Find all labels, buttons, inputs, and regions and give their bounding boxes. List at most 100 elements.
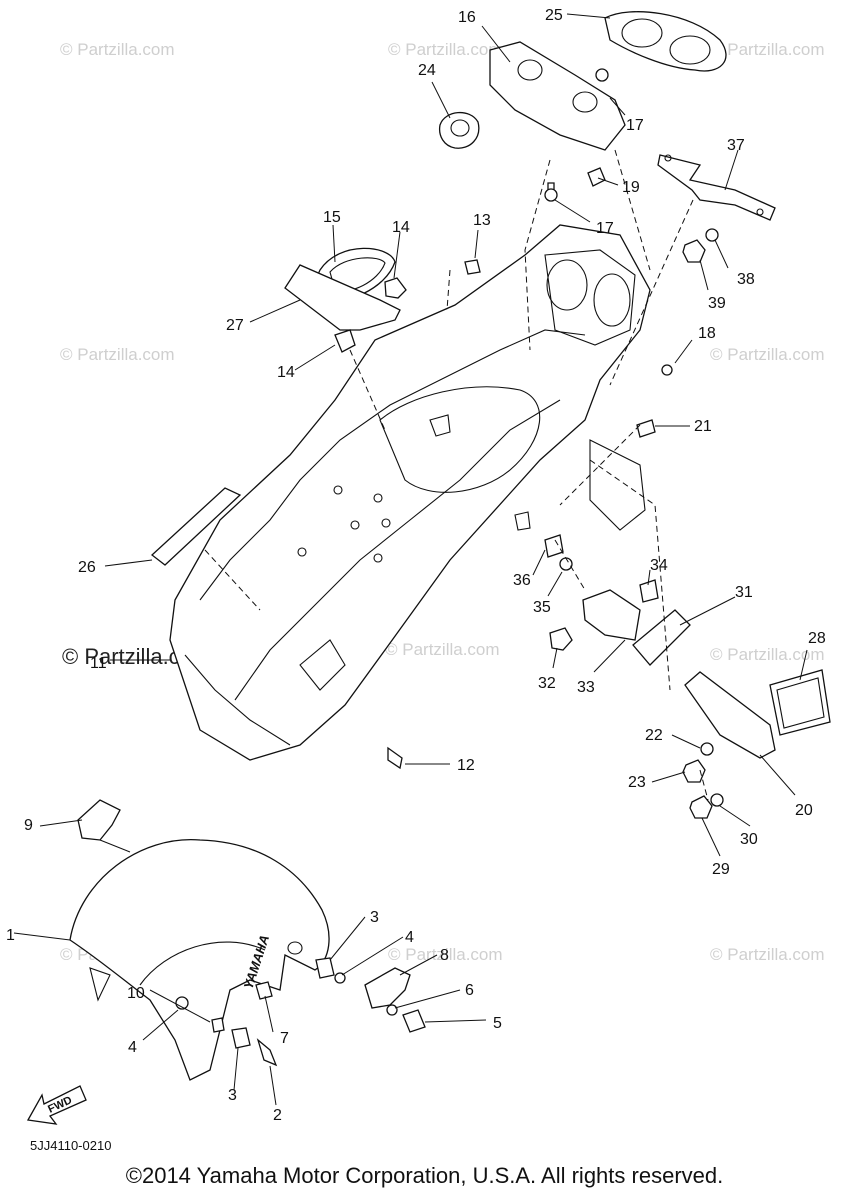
callout-10: 10	[127, 985, 145, 1002]
callout-labels: 1 2 3 3 4 4 5 6 7 8 9 10 11 12 13 14 14 …	[6, 7, 826, 1124]
bolt-5	[402, 1009, 426, 1033]
callout-4-lower: 4	[128, 1039, 137, 1056]
callout-1: 1	[6, 927, 15, 944]
bolt-21	[636, 419, 656, 438]
callout-23: 23	[628, 774, 646, 791]
collar-3-lower	[231, 1027, 251, 1049]
callout-11: 11	[90, 655, 107, 672]
bolt-34	[639, 579, 659, 603]
front-fender-1: YAMAHA	[69, 839, 330, 1081]
callout-39: 39	[708, 295, 726, 312]
washer-35	[559, 557, 573, 571]
watermark: © Partzilla.com	[388, 945, 503, 964]
callout-3: 3	[370, 909, 379, 926]
callout-37: 37	[727, 137, 745, 154]
collar-36	[544, 534, 564, 558]
nut-23	[682, 759, 706, 783]
callout-20: 20	[795, 802, 813, 819]
callout-22: 22	[645, 727, 663, 744]
assembly-dash-lines	[204, 149, 709, 801]
callout-12: 12	[457, 757, 475, 774]
callout-36: 36	[513, 572, 531, 589]
bracket-19	[587, 167, 606, 187]
bolt-12	[387, 746, 403, 770]
callout-19: 19	[622, 179, 640, 196]
callout-34: 34	[650, 557, 668, 574]
meter-bracket-16	[489, 41, 626, 151]
callout-30: 30	[740, 831, 758, 848]
plate-bracket-20	[684, 671, 776, 759]
washer-30	[710, 793, 724, 807]
bracket-37	[657, 154, 776, 221]
clip-14-lower	[334, 329, 356, 353]
bracket-33	[582, 589, 641, 641]
bracket-9	[77, 799, 121, 841]
damper-10	[211, 1017, 225, 1033]
watermark: © Partzilla.com	[710, 645, 825, 664]
copyright-notice: ©2014 Yamaha Motor Corporation, U.S.A. A…	[125, 1163, 724, 1188]
collar-7	[255, 981, 273, 1000]
callout-18: 18	[698, 325, 716, 342]
bolt-13	[464, 259, 481, 275]
bracket-8	[364, 967, 411, 1009]
washer-38	[705, 228, 719, 242]
side-panel-26	[150, 487, 242, 566]
watermark: © Partzilla.com	[385, 640, 500, 659]
callout-38: 38	[737, 271, 755, 288]
reflector-31	[632, 609, 691, 666]
callout-9: 9	[24, 817, 33, 834]
fwd-arrow-icon: FWD	[26, 1085, 87, 1125]
callout-8: 8	[440, 947, 449, 964]
callout-32: 32	[538, 675, 556, 692]
washer-6	[386, 1004, 398, 1016]
callout-13: 13	[473, 212, 491, 229]
clip-14-upper	[384, 277, 407, 299]
screw-17-upper	[595, 68, 609, 82]
watermark: © Partzilla.com	[710, 945, 825, 964]
watermark: © Partzilla.com	[60, 345, 175, 364]
reflector-28	[769, 669, 831, 736]
nut-29	[689, 795, 713, 819]
meter-cover-25	[604, 11, 727, 72]
callout-7: 7	[280, 1030, 289, 1047]
grommet-24	[438, 111, 480, 149]
washer-4-right	[334, 972, 346, 984]
callout-15: 15	[323, 209, 341, 226]
callout-17-lower: 17	[596, 220, 614, 237]
nut-39	[682, 239, 706, 263]
bolt-2	[256, 1038, 278, 1067]
callout-6: 6	[465, 982, 474, 999]
diagram-code: 5JJ4110-0210	[30, 1138, 112, 1153]
callout-2: 2	[273, 1107, 282, 1124]
leader-lines	[13, 13, 808, 1106]
callout-33: 33	[577, 679, 595, 696]
callout-26: 26	[78, 559, 96, 576]
callout-5: 5	[493, 1015, 502, 1032]
callout-24: 24	[418, 62, 436, 79]
collar-3-upper	[315, 957, 335, 979]
washer-22	[700, 742, 714, 756]
nut-32	[549, 627, 573, 651]
callout-21: 21	[694, 418, 712, 435]
callout-14: 14	[392, 219, 410, 236]
screw-18	[661, 364, 673, 376]
callout-31: 31	[735, 584, 753, 601]
callout-4: 4	[405, 929, 414, 946]
screw-17-lower	[544, 182, 558, 202]
callout-17: 17	[626, 117, 644, 134]
callout-29: 29	[712, 861, 730, 878]
callout-28: 28	[808, 630, 826, 647]
rear-fender-assembly	[169, 224, 651, 761]
callout-25: 25	[545, 7, 563, 24]
watermark: © Partzilla.com	[710, 40, 825, 59]
callout-16: 16	[458, 9, 476, 26]
watermark: © Partzilla.com	[388, 40, 503, 59]
fwd-label: FWD	[46, 1094, 74, 1115]
callout-3-lower: 3	[228, 1087, 237, 1104]
callout-14-lower: 14	[277, 364, 295, 381]
cover-27	[284, 264, 401, 331]
callout-27: 27	[226, 317, 244, 334]
callout-35: 35	[533, 599, 551, 616]
watermark: © Partzilla.com	[60, 40, 175, 59]
